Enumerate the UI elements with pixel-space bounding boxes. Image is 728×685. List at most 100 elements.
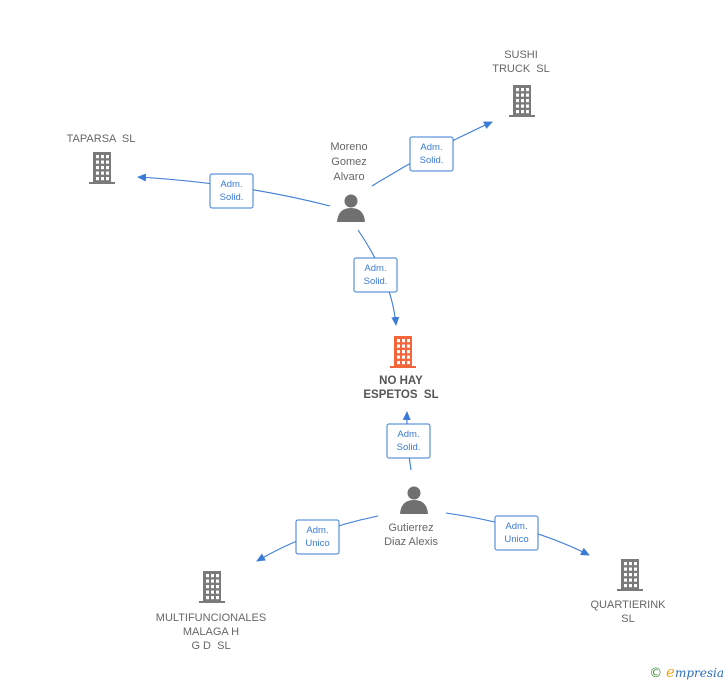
building-window (521, 93, 524, 97)
edge-label-text: Adm. (364, 263, 386, 274)
building-window (106, 177, 109, 181)
building-window (521, 88, 524, 92)
building-window (96, 171, 99, 175)
node-label: Alvaro (333, 171, 364, 183)
building-window (516, 88, 519, 92)
building-window (211, 590, 214, 594)
building-window (629, 567, 632, 571)
building-window (521, 104, 524, 108)
building-window (216, 579, 219, 583)
building-window (629, 578, 632, 582)
building-window (101, 155, 104, 159)
building-window (407, 361, 410, 365)
copyright-symbol: © (649, 666, 663, 681)
node-label: Diaz Alexis (384, 536, 438, 548)
node-taparsa[interactable]: TAPARSA SL (67, 133, 136, 184)
building-window (397, 350, 400, 354)
edge-label-text: Adm. (420, 142, 442, 153)
edge-moreno-to-nohay: Adm. Solid. (353, 229, 400, 326)
building-window (206, 590, 209, 594)
building-window (96, 160, 99, 164)
building-base (199, 601, 225, 603)
node-label: TAPARSA SL (67, 133, 136, 145)
node-label: G D SL (191, 640, 230, 652)
building-window (526, 88, 529, 92)
node-label: SUSHI (504, 49, 538, 61)
node-nohay[interactable]: NO HAY ESPETOS SL (363, 336, 439, 401)
edge-label-text: Adm. (397, 429, 419, 440)
building-window (211, 596, 214, 600)
building-window (106, 155, 109, 159)
building-window (516, 93, 519, 97)
edge-label-box (409, 136, 454, 172)
empresia-watermark: © empresia (649, 663, 724, 681)
building-icon (617, 559, 643, 591)
building-window (397, 361, 400, 365)
building-window (624, 584, 627, 588)
building-icon (509, 85, 535, 117)
edge-label-text: Solid. (364, 276, 388, 287)
edge-gutierrez-to-nohay: Adm. Solid. (386, 411, 431, 471)
building-window (516, 99, 519, 103)
building-window (397, 339, 400, 343)
edge-gutierrez-to-quartierink: Adm.Unico (445, 512, 590, 556)
node-label: NO HAY (379, 375, 423, 387)
building-window (211, 585, 214, 589)
building-window (634, 562, 637, 566)
building-window (407, 344, 410, 348)
building-window (211, 579, 214, 583)
building-window (407, 355, 410, 359)
building-window (101, 160, 104, 164)
building-window (624, 562, 627, 566)
edge-label-box (353, 257, 398, 293)
building-window (402, 355, 405, 359)
building-window (206, 596, 209, 600)
edge-label-box (295, 519, 340, 555)
building-window (629, 573, 632, 577)
building-window (521, 110, 524, 114)
building-window (216, 590, 219, 594)
node-label: MALAGA H (183, 626, 239, 638)
building-base (390, 366, 416, 368)
brand-name: mpresia (674, 666, 724, 680)
edge-moreno-to-sushi: Adm. Solid. (371, 121, 493, 187)
node-label: SL (621, 613, 634, 625)
person-head (407, 486, 421, 500)
edge-label-text: Solid. (420, 155, 444, 166)
building-window (526, 104, 529, 108)
building-window (96, 155, 99, 159)
edge-label-box (494, 515, 539, 551)
edge-moreno-to-taparsa: Adm.Solid. (137, 173, 331, 209)
edge-label-text: Solid. (220, 192, 244, 203)
building-window (402, 361, 405, 365)
building-icon (89, 152, 115, 184)
building-window (624, 567, 627, 571)
edge-label-text: Adm. (306, 525, 328, 536)
building-window (402, 339, 405, 343)
edge-label-text: Solid. (397, 442, 421, 453)
building-window (96, 166, 99, 170)
building-window (402, 344, 405, 348)
edge-label-text: Unico (504, 534, 528, 545)
edges-layer: Adm. Solid. Adm. Solid. Adm. Solid. Adm. Solid.… (137, 121, 590, 562)
building-window (407, 339, 410, 343)
building-window (216, 596, 219, 600)
building-base (89, 182, 115, 184)
edge-label-box (386, 423, 431, 459)
building-window (526, 110, 529, 114)
building-window (106, 166, 109, 170)
building-window (634, 573, 637, 577)
building-window (106, 160, 109, 164)
node-label: ESPETOS SL (363, 389, 438, 401)
building-window (101, 171, 104, 175)
building-window (521, 99, 524, 103)
brand-initial: e (666, 663, 675, 681)
building-window (397, 355, 400, 359)
edge-label-box (209, 173, 254, 209)
